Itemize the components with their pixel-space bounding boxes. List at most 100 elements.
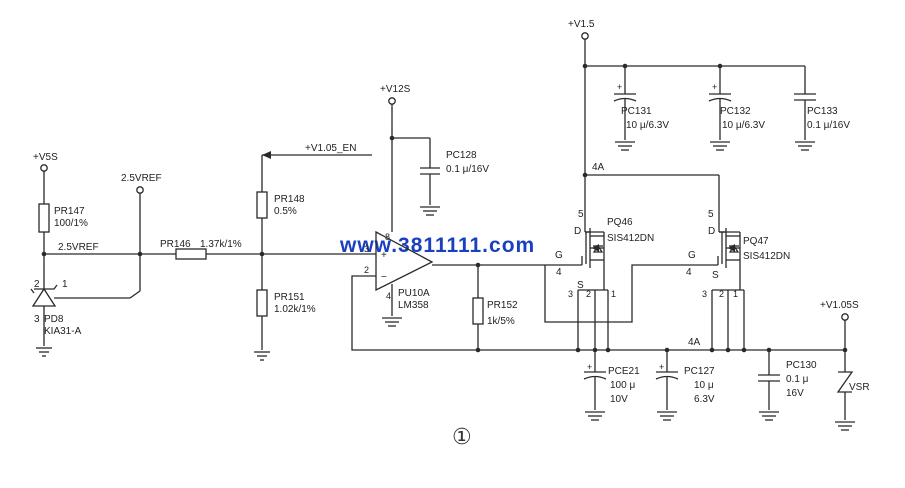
capacitor-pc128: PC128 0.1 μ/16V — [420, 138, 489, 205]
capacitor-pc131: + PC131 10 μ/6.3V — [613, 66, 669, 140]
watermark-text: www.3811111.com — [339, 234, 535, 257]
v12s-rail: +V12S — [380, 84, 430, 232]
pq46-pin3: 3 — [568, 289, 573, 299]
ground-symbol — [710, 141, 730, 151]
pc132-polarity: + — [712, 82, 717, 92]
pce21-value2: 10V — [610, 394, 628, 405]
capacitor-pc133: PC133 0.1 μ/16V — [794, 66, 850, 140]
pq46-d: D — [574, 226, 581, 237]
pc131-polarity: + — [617, 82, 622, 92]
pc132-value: 10 μ/6.3V — [722, 120, 765, 131]
pq47-pin1: 1 — [733, 289, 738, 299]
resistor-pr152: PR152 1k/5% — [472, 297, 518, 327]
ground-symbol — [420, 206, 440, 216]
vsr-ref: VSR — [849, 382, 870, 393]
pc127-ref: PC127 — [684, 366, 715, 377]
resistor-pr151: PR151 1.02k/1% — [256, 289, 316, 317]
pq47-pin5: 5 — [708, 209, 714, 220]
v15-rail: +V1.5 — [568, 19, 805, 232]
pr147-value: 100/1% — [54, 218, 88, 229]
pq47-pin3: 3 — [702, 289, 707, 299]
regulator-pd8: 2 1 3 PD8 KIA31-A — [30, 279, 141, 346]
ref-test-node: 2.5VREF — [121, 173, 162, 291]
pd8-pin2: 2 — [34, 279, 40, 290]
pc128-ref: PC128 — [446, 150, 477, 161]
ground-symbol — [585, 411, 605, 421]
pr146-ref: PR146 — [160, 239, 191, 250]
pc130-value1: 0.1 μ — [786, 374, 809, 385]
resistor-pr148: PR148 0.5% — [256, 191, 305, 219]
ground-symbol — [36, 347, 52, 357]
pr152-ref: PR152 — [487, 300, 518, 311]
pq47-d: D — [708, 226, 715, 237]
figure-number: ① — [452, 425, 472, 450]
pc127-value1: 10 μ — [694, 380, 714, 391]
ground-symbol — [382, 317, 402, 327]
pq46-ref: PQ46 — [607, 217, 633, 228]
pr152-value: 1k/5% — [487, 316, 515, 327]
net-label-v5s: +V5S — [33, 152, 58, 163]
pq47-pin4: 4 — [686, 267, 692, 278]
enable-arrow: +V1.05_EN — [262, 143, 372, 159]
capacitor-pc127: + PC127 10 μ 6.3V — [655, 350, 715, 410]
pq46-pin4: 4 — [556, 267, 562, 278]
mosfet-pq47: 5 D G 4 S PQ47 SIS412DN 3 2 1 — [686, 209, 790, 350]
current-top: 4A — [592, 162, 605, 173]
pc127-value2: 6.3V — [694, 394, 715, 405]
pr147-ref: PR147 — [54, 206, 85, 217]
pc132-ref: PC132 — [720, 106, 751, 117]
pq46-s: S — [577, 280, 584, 291]
net-label-ref-node: 2.5VREF — [121, 173, 162, 184]
pd8-ref: PD8 — [44, 314, 64, 325]
net-label-v15: +V1.5 — [568, 19, 595, 30]
pu10a-ref: PU10A — [398, 288, 430, 299]
net-label-v12s: +V12S — [380, 84, 411, 95]
resistor-pr147: PR147 100/1% — [38, 203, 88, 233]
ground-symbol — [254, 351, 270, 361]
net-label-v105s: +V1.05S — [820, 300, 859, 311]
varistor-vsr: VSR — [836, 350, 870, 420]
pq47-pin2: 2 — [719, 289, 724, 299]
pc133-value: 0.1 μ/16V — [807, 120, 850, 131]
pc128-value: 0.1 μ/16V — [446, 164, 489, 175]
pq47-s: S — [712, 270, 719, 281]
mosfet-pq46: 5 D G 4 S PQ46 SIS412DN 3 2 1 — [555, 209, 654, 350]
capacitor-pc130: PC130 0.1 μ 16V — [758, 350, 817, 410]
pd8-value: KIA31-A — [44, 326, 82, 337]
pce21-ref: PCE21 — [608, 366, 640, 377]
opamp-pin3: 3 — [364, 244, 369, 254]
pce21-polarity: + — [587, 362, 592, 372]
pr151-ref: PR151 — [274, 292, 305, 303]
pd8-pin1: 1 — [62, 279, 68, 290]
ground-symbol — [795, 141, 815, 151]
pr148-value: 0.5% — [274, 206, 297, 217]
pc130-ref: PC130 — [786, 360, 817, 371]
pq46-value: SIS412DN — [607, 233, 654, 244]
opamp-plus: + — [381, 250, 387, 261]
pc127-polarity: + — [659, 362, 664, 372]
ground-symbol — [615, 141, 635, 151]
pq46-pin1: 1 — [611, 289, 616, 299]
pc133-ref: PC133 — [807, 106, 838, 117]
pr151-value: 1.02k/1% — [274, 304, 316, 315]
pr148-ref: PR148 — [274, 194, 305, 205]
pq46-g: G — [555, 250, 563, 261]
ground-symbol — [759, 411, 779, 421]
opamp-minus: − — [381, 272, 387, 283]
v5s-rail: +V5S — [33, 152, 58, 204]
opamp-pin8: 8 — [385, 232, 390, 242]
ground-symbol — [657, 411, 677, 421]
capacitor-pc132: + PC132 10 μ/6.3V — [708, 66, 765, 140]
opamp-pin2: 2 — [364, 265, 369, 275]
pc131-value: 10 μ/6.3V — [626, 120, 669, 131]
pq47-g: G — [688, 250, 696, 261]
pq46-pin2: 2 — [586, 289, 591, 299]
current-bottom: 4A — [688, 337, 701, 348]
resistor-pr146: PR146 1.37k/1% — [160, 239, 262, 260]
pq46-pin5: 5 — [578, 209, 584, 220]
pq47-value: SIS412DN — [743, 251, 790, 262]
pd8-pin3: 3 — [34, 314, 40, 325]
net-label-ref-wire: 2.5VREF — [58, 242, 99, 253]
pc131-ref: PC131 — [621, 106, 652, 117]
